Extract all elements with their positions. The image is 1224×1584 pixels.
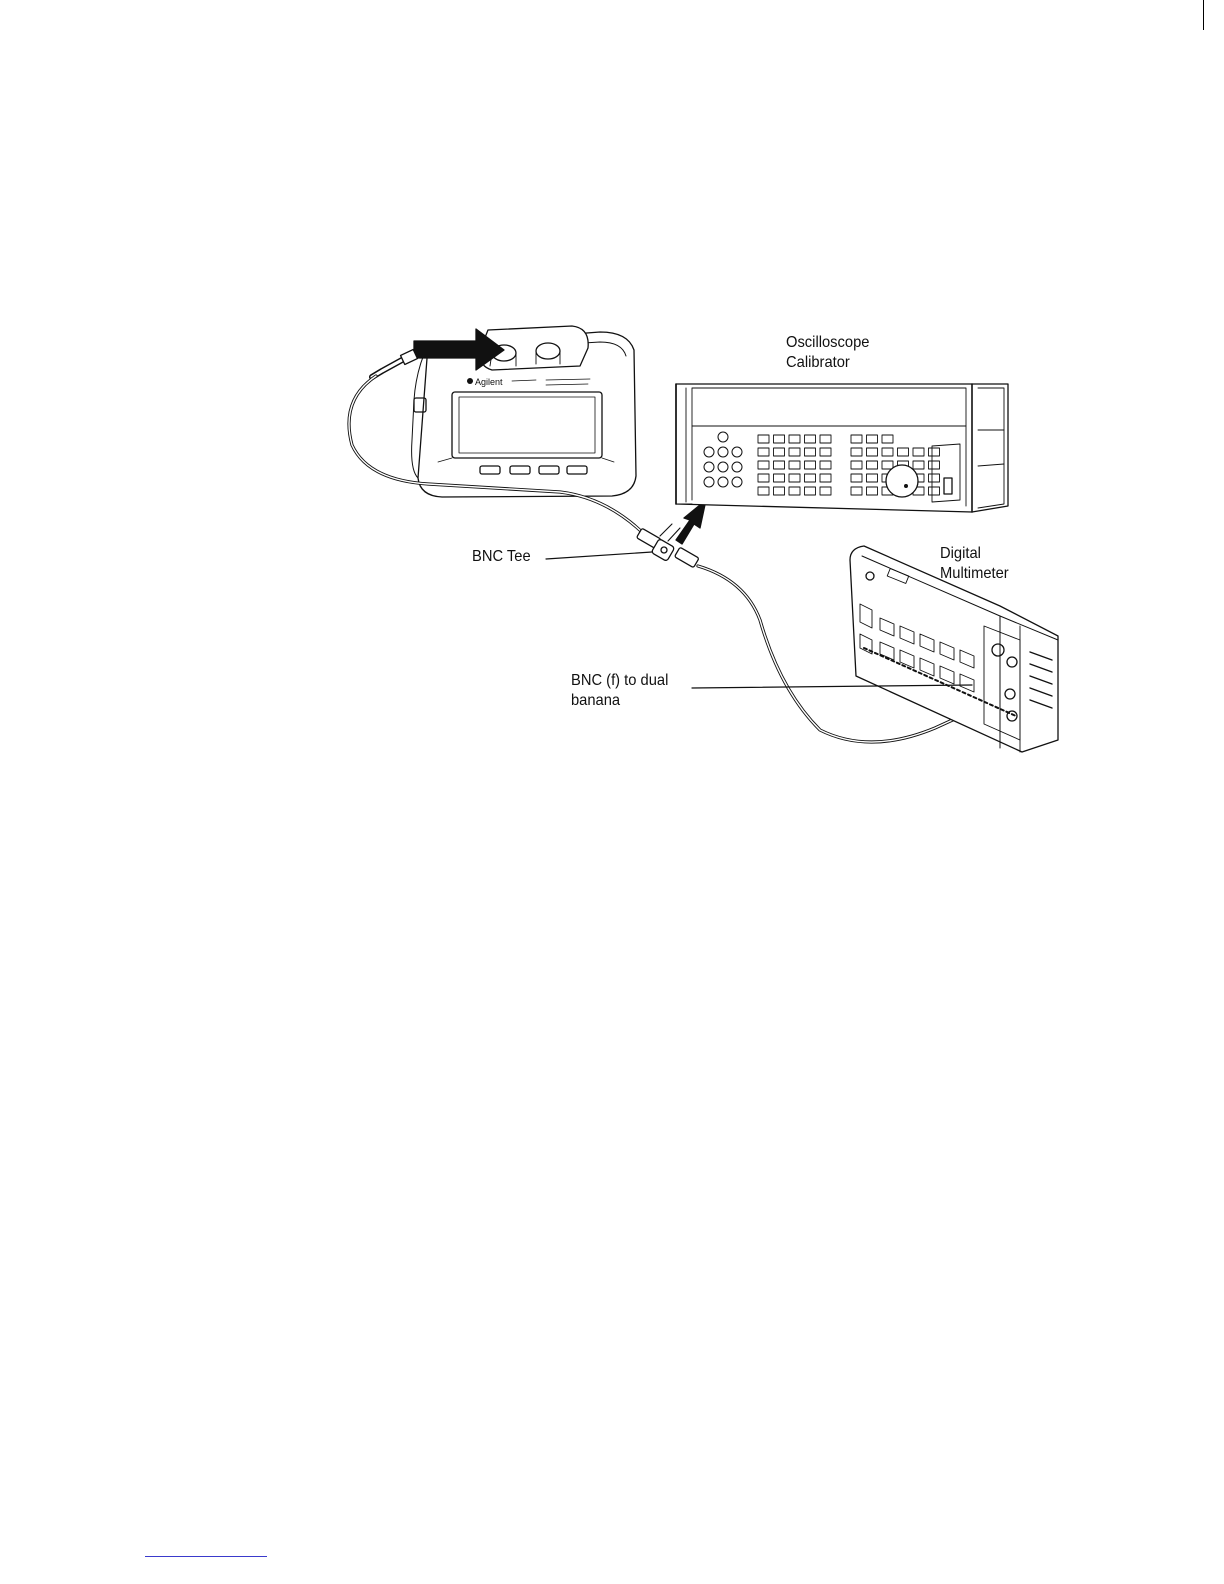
label-oscilloscope-calibrator: Oscilloscope Calibrator xyxy=(786,333,869,373)
label-bnc-dual-banana: BNC (f) to dual banana xyxy=(571,671,668,711)
connection-arrow xyxy=(676,500,706,544)
label-digital-multimeter: Digital Multimeter xyxy=(940,544,1009,584)
oscilloscope-calibrator xyxy=(676,384,1008,512)
leader-bnc-tee xyxy=(546,552,652,559)
calibrator-knob xyxy=(886,465,918,497)
calibrator-power-switch xyxy=(944,478,952,494)
label-bnc-tee: BNC Tee xyxy=(472,547,531,567)
handheld-brand-text: Agilent xyxy=(475,377,503,387)
footer-link-rule xyxy=(145,1556,267,1557)
